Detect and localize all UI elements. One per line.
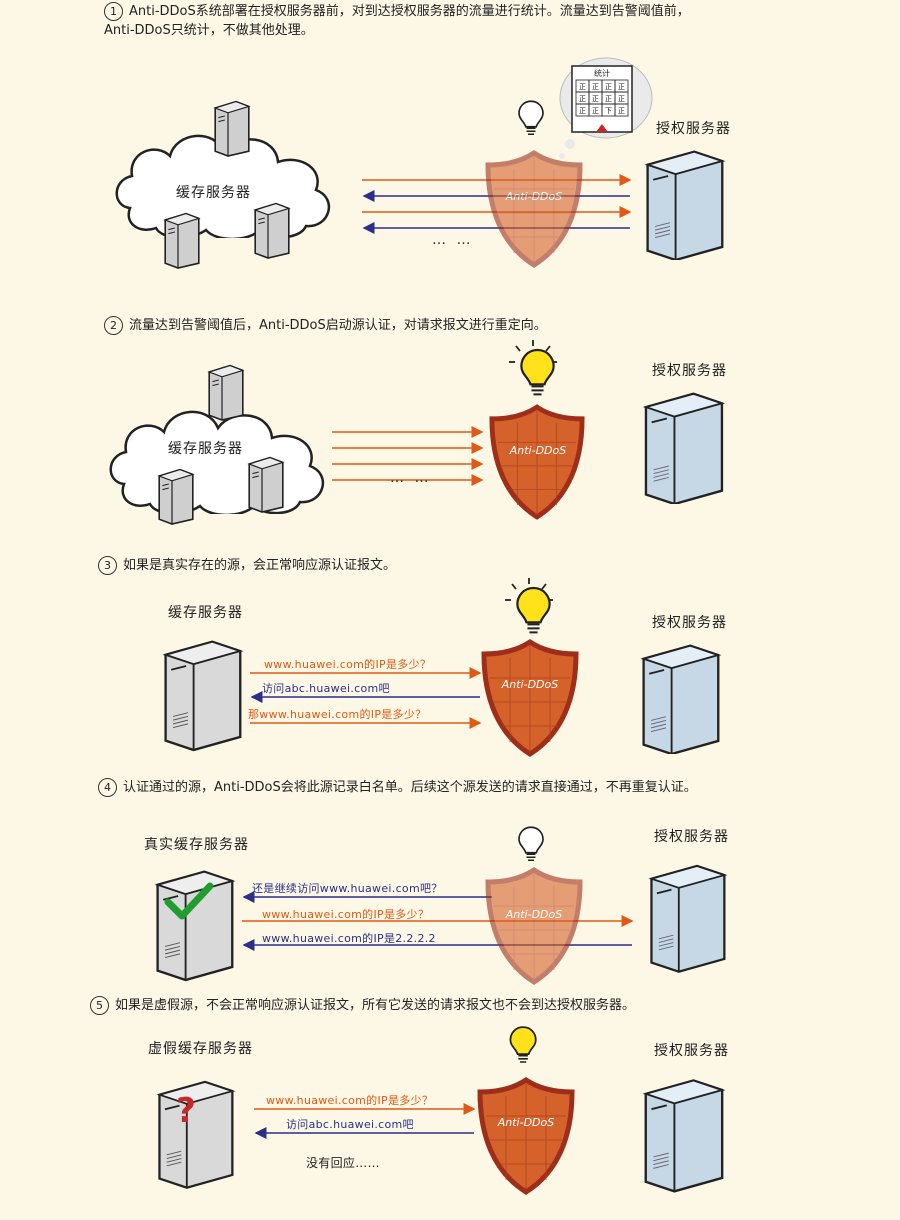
authorized-server-icon <box>640 390 726 504</box>
message-redirect: 访问abc.huawei.com吧 <box>286 1118 414 1131</box>
step-1-text: Anti-DDoS系统部署在授权服务器前，对到达授权服务器的流量进行统计。流量达… <box>104 4 690 38</box>
real-cache-server-label: 真实缓存服务器 <box>144 837 249 853</box>
anti-ddos-shield: Anti-DDoS <box>480 636 580 760</box>
tally-cell <box>614 103 629 117</box>
step-5-number: 5 <box>90 996 109 1015</box>
question-icon: ? <box>176 1091 196 1131</box>
message-redirect: 访问abc.huawei.com吧 <box>262 682 390 695</box>
tally-mark: 正 <box>579 107 586 115</box>
anti-ddos-shield: Anti-DDoS <box>488 402 586 522</box>
step-1-number: 1 <box>104 2 123 21</box>
lightbulb-off-icon <box>516 98 546 136</box>
panel-step-3: 3 如果是真实存在的源，会正常响应源认证报文。 缓存服务器 www.huawei.… <box>0 554 900 774</box>
step-2-text: 流量达到告警阈值后，Anti-DDoS启动源认证，对请求报文进行重定向。 <box>129 318 547 333</box>
lightbulb-on-icon <box>509 340 557 396</box>
shield-label: Anti-DDoS <box>509 444 567 457</box>
step-3-text: 如果是真实存在的源，会正常响应源认证报文。 <box>123 558 397 573</box>
message-request: www.huawei.com的IP是多少？ <box>266 1094 434 1107</box>
authorized-server-label: 授权服务器 <box>654 829 729 845</box>
tally-mark: 正 <box>592 95 599 103</box>
cache-server-icon <box>162 210 202 270</box>
authorized-server-icon <box>640 1072 726 1196</box>
panel-step-4: 4 认证通过的源，Anti-DDoS会将此源记录白名单。后续这个源发送的请求直接通… <box>0 776 900 988</box>
authorized-server-label: 授权服务器 <box>652 615 727 631</box>
lightbulb-on-icon <box>506 1024 544 1068</box>
arrow-request <box>250 667 482 679</box>
arrow-redirect <box>254 1127 474 1139</box>
statistics-bubble: 统计 正正正正正正正正正正下正 <box>559 57 653 159</box>
tally-mark: 正 <box>579 95 586 103</box>
tally-mark: 正 <box>605 95 612 103</box>
panel-step-5: 5 如果是虚假源，不会正常响应源认证报文，所有它发送的请求报文也不会到达授权服务器… <box>0 994 900 1218</box>
message-answer: www.huawei.com的IP是2.2.2.2 <box>262 932 436 945</box>
step-4-text: 认证通过的源，Anti-DDoS会将此源记录白名单。后续这个源发送的请求直接通过… <box>123 780 697 795</box>
message-re-request: 那www.huawei.com的IP是多少？ <box>248 708 427 721</box>
authorized-server-label: 授权服务器 <box>652 363 727 379</box>
step-2-number: 2 <box>104 316 123 335</box>
bubble-title: 统计 <box>594 68 610 78</box>
authorized-server-icon <box>642 148 726 260</box>
tally-mark: 下 <box>605 107 612 115</box>
anti-ddos-shield: Anti-DDoS <box>476 1074 576 1198</box>
check-icon <box>164 882 214 920</box>
shield-label: Anti-DDoS <box>505 190 563 203</box>
lightbulb-on-icon <box>505 578 553 634</box>
redirect-arrows <box>332 426 484 486</box>
step-2-description: 2 流量达到告警阈值后，Anti-DDoS启动源认证，对请求报文进行重定向。 <box>104 316 724 335</box>
cache-server-label: 缓存服务器 <box>176 185 251 201</box>
shield-label: Anti-DDoS <box>505 908 563 921</box>
cache-server-icon <box>246 454 286 514</box>
lightbulb-off-icon <box>516 824 546 862</box>
arrow-redirect <box>250 691 480 703</box>
fake-cache-server-label: 虚假缓存服务器 <box>148 1041 253 1057</box>
tally-mark: 正 <box>592 83 599 91</box>
cache-server-label: 缓存服务器 <box>168 441 243 457</box>
tally-mark: 正 <box>592 107 599 115</box>
authorized-server-icon <box>638 642 722 754</box>
more-traffic-dots: … … <box>432 232 474 248</box>
step-5-text: 如果是虚假源，不会正常响应源认证报文，所有它发送的请求报文也不会到达授权服务器。 <box>115 998 636 1013</box>
tally-mark: 正 <box>605 83 612 91</box>
message-no-response: 没有回应…… <box>306 1156 380 1170</box>
step-5-description: 5 如果是虚假源，不会正常响应源认证报文，所有它发送的请求报文也不会到达授权服务器… <box>90 996 810 1015</box>
tally-mark: 正 <box>618 95 625 103</box>
arrow-continue <box>242 891 492 903</box>
shield-label: Anti-DDoS <box>501 678 559 691</box>
tally-mark: 正 <box>618 83 625 91</box>
message-continue: 还是继续访问www.huawei.com吧？ <box>252 882 443 895</box>
step-3-description: 3 如果是真实存在的源，会正常响应源认证报文。 <box>98 556 718 575</box>
panel-step-2: 2 流量达到告警阈值后，Anti-DDoS启动源认证，对请求报文进行重定向。 缓存… <box>0 314 900 544</box>
cache-server-icon <box>160 632 244 756</box>
step-4-description: 4 认证通过的源，Anti-DDoS会将此源记录白名单。后续这个源发送的请求直接通… <box>98 778 758 797</box>
tally-mark: 正 <box>579 83 586 91</box>
cache-server-icon <box>156 466 196 526</box>
authorized-server-label: 授权服务器 <box>656 121 731 137</box>
anti-ddos-shield: Anti-DDoS <box>484 864 584 988</box>
step-4-number: 4 <box>98 778 117 797</box>
tally-mark: 正 <box>618 107 625 115</box>
anti-ddos-shield: Anti-DDoS <box>484 148 584 270</box>
authorized-server-label: 授权服务器 <box>654 1043 729 1059</box>
cache-server-icon <box>212 98 252 158</box>
arrow-re-request <box>250 717 482 729</box>
arrow-request <box>254 1103 476 1115</box>
authorized-server-icon <box>646 858 728 976</box>
message-request: www.huawei.com的IP是多少？ <box>264 658 432 671</box>
svg-text:?: ? <box>176 1091 196 1131</box>
cache-server-icon <box>206 362 246 422</box>
shield-label: Anti-DDoS <box>497 1116 555 1129</box>
message-request: www.huawei.com的IP是多少？ <box>262 908 430 921</box>
cache-server-label: 缓存服务器 <box>168 605 243 621</box>
step-3-number: 3 <box>98 556 117 575</box>
more-traffic-dots: … … <box>390 470 432 486</box>
cache-server-icon <box>252 200 292 260</box>
